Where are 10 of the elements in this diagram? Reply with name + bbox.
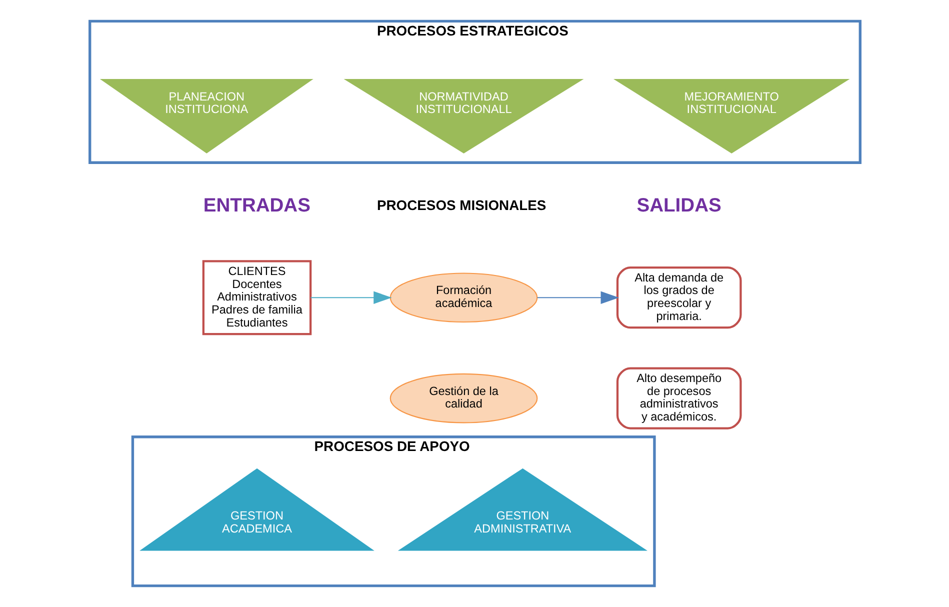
label: PROCESOS MISIONALES xyxy=(376,197,546,214)
node-box: Alta demanda de los grados de preescolar y primaria. xyxy=(616,266,742,329)
arrow xyxy=(536,291,618,304)
label: ENTRADAS xyxy=(202,195,310,216)
label: SALIDAS xyxy=(636,195,721,216)
node-box: CLIENTES Docentes Administrativos Padres de familia Estudiantes xyxy=(202,260,312,336)
node-ellipse: Gestión de la calidad xyxy=(389,373,538,424)
arrow xyxy=(310,291,392,304)
node-ellipse: Formación académica xyxy=(389,272,538,323)
node-box: Alto desempeño de procesos administrativos y académicos. xyxy=(616,367,742,430)
